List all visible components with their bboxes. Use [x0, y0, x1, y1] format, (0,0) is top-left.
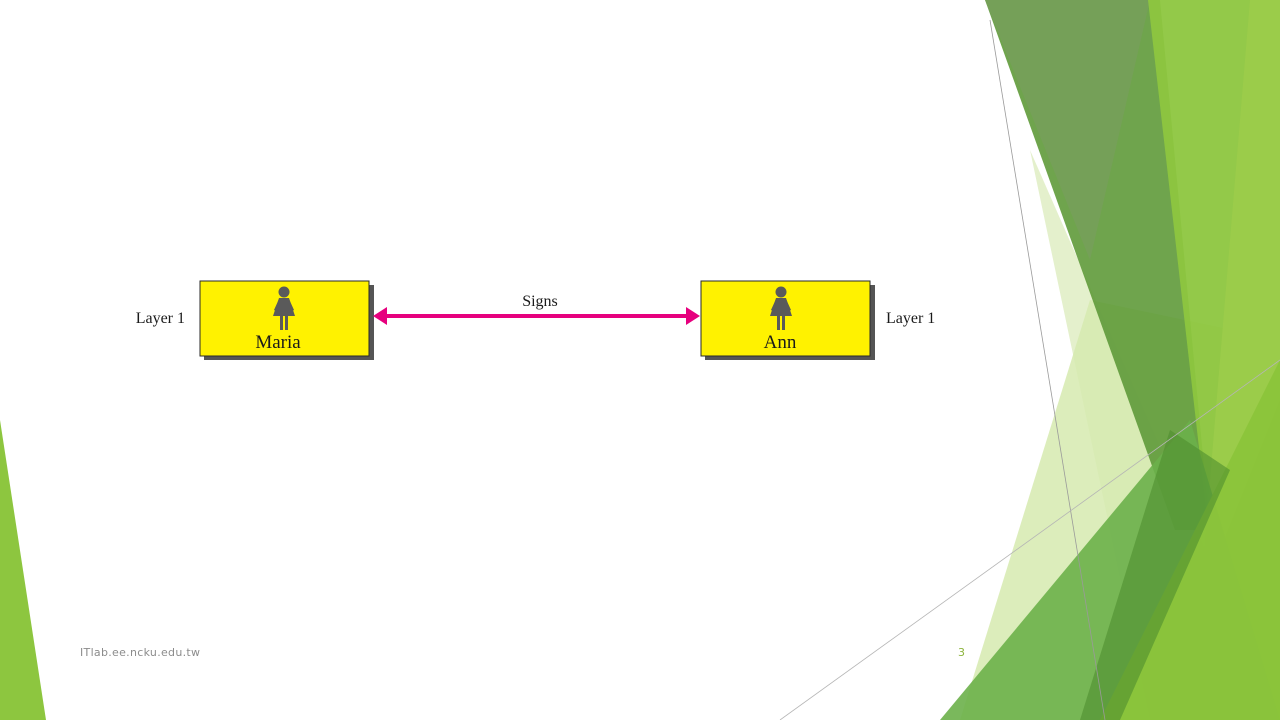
decor-thin-line-2: [779, 359, 1280, 720]
right-layer-label: Layer 1: [886, 310, 935, 327]
channel-label: Signs: [522, 293, 558, 310]
decor-thin-line-1: [989, 19, 1106, 720]
woman-icon: [273, 286, 295, 330]
left-layer-label: Layer 1: [136, 310, 185, 327]
left-person-name: Maria: [255, 332, 301, 353]
right-person-name: Ann: [764, 332, 797, 353]
right-box: Ann: [700, 280, 875, 360]
footer-source: ITlab.ee.ncku.edu.tw: [80, 646, 201, 659]
decor-facet-bottom-3: [1080, 430, 1230, 720]
decor-left-sliver: [0, 420, 46, 720]
page-number: 3: [958, 646, 966, 659]
woman-icon: [770, 286, 792, 330]
left-box: Maria: [199, 280, 374, 360]
arrow-head-left: [373, 307, 387, 325]
decor-facet-muted: [985, 0, 1150, 260]
signs-arrow: [373, 307, 700, 325]
arrow-head-right: [686, 307, 700, 325]
